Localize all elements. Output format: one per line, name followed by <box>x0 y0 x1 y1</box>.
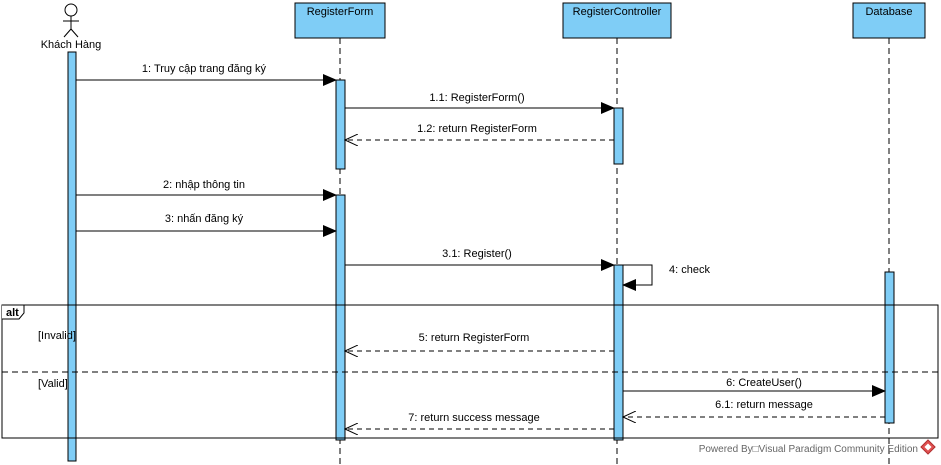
message-label: 3.1: Register() <box>442 248 512 260</box>
message-label: 1: Truy cập trang đăng ký <box>142 63 267 75</box>
activation-form-1 <box>335 79 346 170</box>
lifeline-database-header: Database <box>852 2 926 39</box>
message-label: 1.1: RegisterForm() <box>429 92 524 104</box>
lifeline-register-controller-header: RegisterController <box>562 2 672 39</box>
message-label: 7: return success message <box>408 412 539 424</box>
message-7: 7: return success message <box>345 412 614 429</box>
lifeline-label-register-controller: RegisterController <box>573 6 662 18</box>
guard-invalid: [Invalid] <box>38 330 76 342</box>
alt-operator-label: alt <box>6 307 19 319</box>
message-label: 2: nhập thông tin <box>163 179 245 191</box>
message-label: 1.2: return RegisterForm <box>417 123 537 135</box>
message-label: 5: return RegisterForm <box>419 332 530 344</box>
message-label: 6: CreateUser() <box>726 377 802 389</box>
lifeline-label-register-form: RegisterForm <box>307 6 374 18</box>
message-1-2: 1.2: return RegisterForm <box>345 123 614 140</box>
powered-by-footer: Powered By□Visual Paradigm Community Edi… <box>699 439 936 455</box>
activation-controller-1 <box>613 107 624 165</box>
message-1-1: 1.1: RegisterForm() <box>345 92 615 114</box>
activation-form-2 <box>335 194 346 441</box>
actor-label: Khách Hàng <box>41 39 102 51</box>
message-3: 3: nhấn đăng ký <box>76 213 337 237</box>
activation-actor <box>67 51 77 462</box>
activation-database <box>884 271 895 424</box>
activation-controller-2 <box>613 264 624 441</box>
message-6-1: 6.1: return message <box>623 399 885 417</box>
message-label: 4: check <box>669 264 710 276</box>
message-5: 5: return RegisterForm <box>345 332 614 351</box>
visual-paradigm-logo-icon <box>920 439 936 455</box>
message-3-1: 3.1: Register() <box>345 248 615 271</box>
message-4-self: 4: check <box>622 264 710 291</box>
lifeline-label-database: Database <box>865 6 912 18</box>
message-label: 3: nhấn đăng ký <box>165 213 244 225</box>
lifeline-register-form-header: RegisterForm <box>294 2 386 39</box>
actor-khach-hang: Khách Hàng <box>41 3 102 51</box>
message-1: 1: Truy cập trang đăng ký <box>76 63 337 86</box>
message-2: 2: nhập thông tin <box>76 179 337 201</box>
guard-valid: [Valid] <box>38 378 68 390</box>
footer-credit: Powered By□Visual Paradigm Community Edi… <box>699 444 918 455</box>
message-6: 6: CreateUser() <box>623 377 886 397</box>
alt-fragment: alt [Invalid] [Valid] <box>1 304 939 439</box>
message-label: 6.1: return message <box>715 399 813 411</box>
